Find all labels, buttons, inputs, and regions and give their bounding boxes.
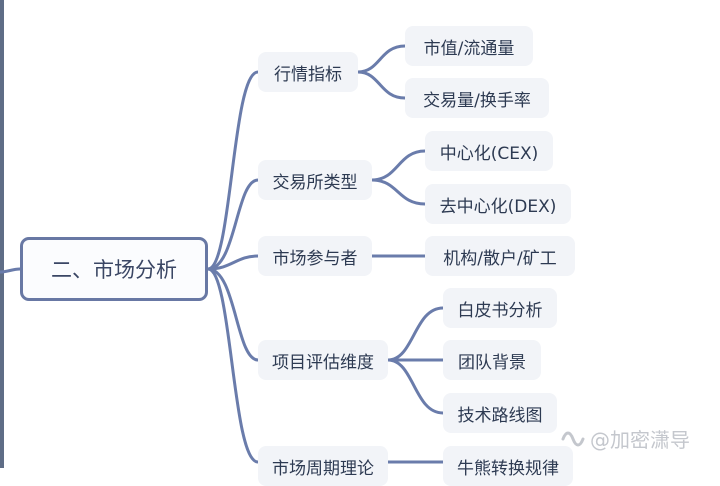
branch-node-market-indicators[interactable]: 行情指标	[258, 52, 358, 92]
link-root-left	[0, 267, 22, 274]
link-root-branch-2	[206, 178, 260, 271]
wechat-channel-icon	[561, 431, 585, 446]
child-node-team-background[interactable]: 团队背景	[443, 340, 541, 380]
window-left-edge	[0, 0, 4, 468]
child-node-market-cap[interactable]: 市值/流通量	[405, 26, 533, 66]
watermark: @加密潇导	[560, 424, 690, 453]
link-b2-c1	[370, 149, 427, 182]
child-node-volume-turnover[interactable]: 交易量/换手率	[405, 78, 549, 118]
child-node-bull-bear-cycle[interactable]: 牛熊转换规律	[443, 446, 573, 486]
child-node-dex[interactable]: 去中心化(DEX)	[425, 184, 571, 224]
branch-node-market-participants[interactable]: 市场参与者	[258, 236, 372, 276]
link-b2-c2	[370, 178, 427, 206]
child-node-roadmap[interactable]: 技术路线图	[443, 393, 557, 433]
watermark-text: @加密潇导	[590, 428, 690, 452]
root-node[interactable]: 二、市场分析	[20, 237, 208, 301]
branch-node-project-evaluation[interactable]: 项目评估维度	[258, 340, 388, 380]
child-node-participants[interactable]: 机构/散户/矿工	[425, 236, 575, 276]
child-node-whitepaper[interactable]: 白皮书分析	[443, 288, 557, 328]
link-root-branch-5	[206, 267, 260, 464]
link-root-branch-4	[206, 267, 260, 362]
branch-node-exchange-types[interactable]: 交易所类型	[258, 160, 372, 200]
branch-node-market-cycle[interactable]: 市场周期理论	[258, 446, 388, 486]
child-node-cex[interactable]: 中心化(CEX)	[425, 131, 553, 171]
link-b4-c1	[386, 306, 445, 362]
link-root-branch-1	[206, 70, 260, 271]
link-b4-c3	[386, 358, 445, 415]
connector-lines	[0, 44, 445, 464]
link-b1-c1	[356, 44, 407, 74]
link-root-branch-3	[206, 254, 260, 271]
link-b1-c2	[356, 70, 407, 100]
